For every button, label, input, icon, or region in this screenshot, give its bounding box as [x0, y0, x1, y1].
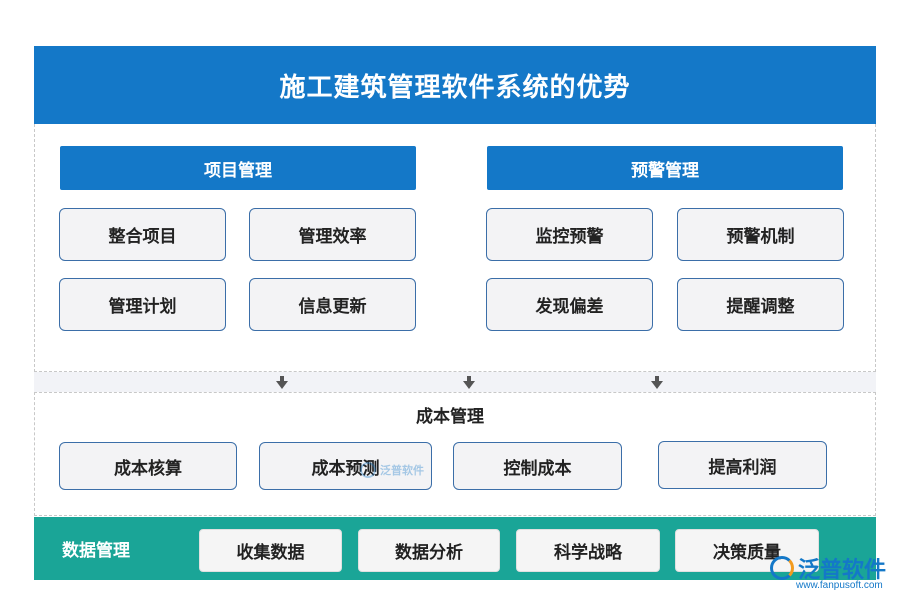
watermark-corner: 泛普软件	[770, 552, 886, 584]
node-data-analysis: 数据分析	[358, 529, 500, 572]
arrow-stem-3	[655, 376, 659, 381]
group-header-project: 项目管理	[60, 146, 416, 190]
node-increase-profit: 提高利润	[658, 441, 827, 489]
fanpu-logo-icon	[360, 462, 376, 478]
cost-section	[34, 392, 876, 516]
fanpu-logo-icon	[770, 556, 794, 580]
watermark-corner-text: 泛普软件	[798, 558, 887, 583]
node-info-update: 信息更新	[249, 278, 416, 331]
node-remind-adjust: 提醒调整	[677, 278, 844, 331]
arrow-stem-1	[280, 376, 284, 381]
node-monitor-warning: 监控预警	[486, 208, 653, 261]
watermark-url: www.fanpusoft.com	[796, 580, 883, 591]
top-section	[34, 124, 876, 372]
down-arrow-icon	[651, 381, 663, 389]
page-title: 施工建筑管理软件系统的优势	[34, 46, 876, 124]
node-control-cost: 控制成本	[453, 442, 622, 490]
down-arrow-icon	[276, 381, 288, 389]
node-cost-accounting: 成本核算	[59, 442, 237, 490]
node-warning-mechanism: 预警机制	[677, 208, 844, 261]
data-management-label: 数据管理	[62, 541, 130, 561]
cost-section-title: 成本管理	[416, 407, 484, 427]
node-find-deviation: 发现偏差	[486, 278, 653, 331]
watermark-center: 泛普软件	[360, 462, 424, 478]
arrow-strip	[34, 372, 876, 392]
node-collect-data: 收集数据	[199, 529, 342, 572]
node-management-efficiency: 管理效率	[249, 208, 416, 261]
watermark-center-text: 泛普软件	[380, 464, 424, 477]
node-decision-quality: 决策质量	[675, 529, 819, 572]
down-arrow-icon	[463, 381, 475, 389]
group-header-warning: 预警管理	[487, 146, 843, 190]
node-management-plan: 管理计划	[59, 278, 226, 331]
node-scientific-strategy: 科学战略	[516, 529, 660, 572]
arrow-stem-2	[467, 376, 471, 381]
node-integrate-projects: 整合项目	[59, 208, 226, 261]
